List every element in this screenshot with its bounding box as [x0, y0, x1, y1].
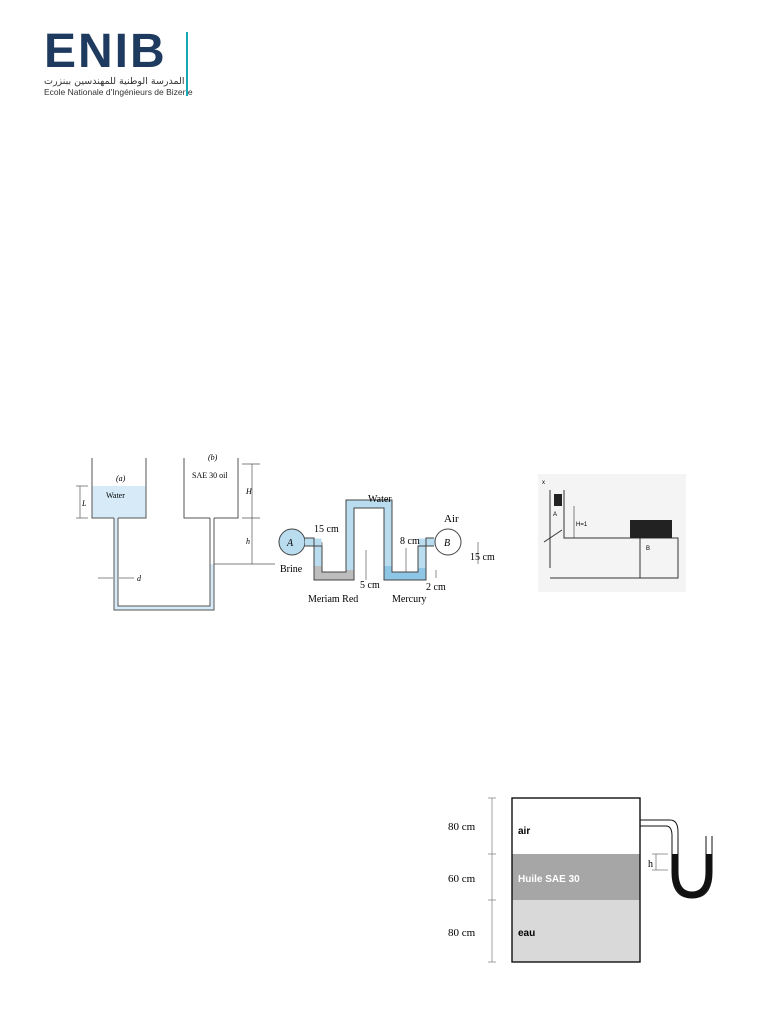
dim-15cm-right: 15 cm	[470, 552, 495, 563]
tank-a-fluid-label: Water	[106, 491, 125, 500]
dim-oil: 60 cm	[448, 873, 476, 885]
tank-outline	[511, 797, 641, 963]
bulb-b	[434, 528, 462, 556]
sketch-label-x: x	[542, 480, 545, 486]
tank-b-label: (b)	[208, 453, 218, 462]
brine-label: Brine	[280, 564, 303, 575]
oil-layer	[512, 854, 640, 900]
dim-5cm: 5 cm	[360, 580, 380, 591]
dim-d-label: d	[137, 574, 142, 583]
figure-tanks-u-tube: (a) Water (b) SAE 30 oil L H h d	[76, 453, 275, 611]
block-b	[630, 520, 672, 538]
dim-2cm: 2 cm	[426, 582, 446, 593]
meriam-red-label: Meriam Red	[308, 594, 358, 605]
dim-H-label: H	[245, 487, 253, 496]
water-layer	[512, 900, 640, 962]
mercury-label: Mercury	[392, 594, 426, 605]
sketch-label-height: H=1	[576, 522, 588, 528]
air-label: Air	[444, 513, 459, 525]
dim-water: 80 cm	[448, 927, 476, 939]
dim-15cm-left: 15 cm	[314, 524, 339, 535]
mercury-column	[672, 854, 712, 899]
dim-h-label: h	[648, 859, 653, 870]
school-logo: ENIB المدرسة الوطنية للمهندسين ببنزرت Ec…	[44, 28, 194, 98]
air-layer-label: air	[518, 826, 530, 837]
logo-divider	[186, 32, 188, 96]
sketch-label-b: B	[646, 546, 650, 552]
oil-layer-label: Huile SAE 30	[518, 874, 580, 885]
dim-air: 80 cm	[448, 821, 476, 833]
water-layer-label: eau	[518, 928, 535, 939]
dim-L-label: L	[81, 499, 87, 508]
water-fill	[92, 486, 146, 518]
dim-8cm: 8 cm	[400, 536, 420, 547]
dim-h-label: h	[246, 537, 250, 546]
block-a	[554, 494, 562, 506]
tank-a-label: (a)	[116, 474, 126, 483]
figure-manometer: A Brine B Air Water Meriam Red Mercury 1…	[278, 494, 495, 605]
school-name-french: Ecole Nationale d'Ingénieurs de Bizerte	[44, 87, 193, 97]
figure-scanned-sketch: A x B H=1	[538, 474, 686, 592]
point-b-label: B	[444, 538, 450, 549]
logo-wordmark: ENIB	[44, 25, 167, 78]
school-name-arabic: المدرسة الوطنية للمهندسين ببنزرت	[44, 76, 185, 87]
point-a-label: A	[286, 538, 294, 549]
figure-layered-tank: air Huile SAE 30 eau 80 cm 60 cm 80 cm h	[448, 797, 713, 963]
water-label: Water	[368, 494, 392, 505]
sketch-label-a: A	[553, 512, 557, 518]
tank-b-fluid-label: SAE 30 oil	[192, 471, 228, 480]
